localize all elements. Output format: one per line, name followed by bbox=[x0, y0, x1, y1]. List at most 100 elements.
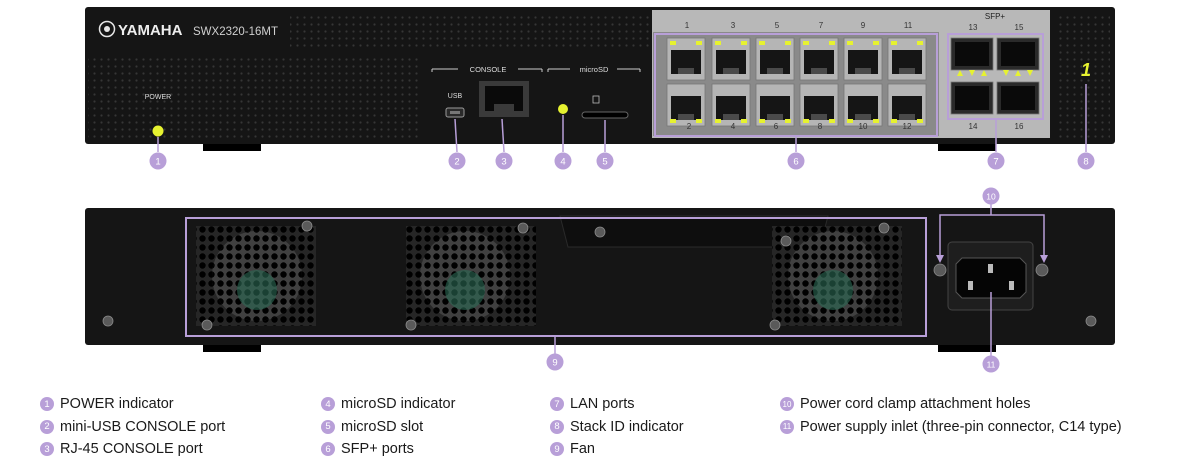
sfp-number: 15 bbox=[1015, 23, 1024, 32]
lan-port[interactable] bbox=[755, 83, 795, 127]
legend-badge: 1 bbox=[40, 397, 54, 412]
sfp-led bbox=[1027, 70, 1033, 76]
callout-7: 7 bbox=[987, 152, 1005, 170]
svg-text:9: 9 bbox=[552, 358, 557, 369]
fan-icon bbox=[212, 231, 302, 321]
legend-text: Power cord clamp attachment holes bbox=[800, 396, 1031, 413]
sfp-port[interactable] bbox=[996, 81, 1040, 115]
lan-port[interactable] bbox=[711, 83, 751, 127]
port-led bbox=[891, 41, 897, 45]
sfp-led bbox=[1003, 70, 1009, 76]
port-led bbox=[847, 119, 853, 123]
legend-text: Power supply inlet (three-pin connector,… bbox=[800, 418, 1122, 435]
port-led bbox=[715, 41, 721, 45]
sfp-port[interactable] bbox=[950, 37, 994, 71]
sfp-led bbox=[969, 70, 975, 76]
legend-text: Stack ID indicator bbox=[570, 418, 684, 435]
lan-port[interactable] bbox=[843, 83, 883, 127]
sfp-led bbox=[1015, 70, 1021, 76]
model-name: SWX2320-16MT bbox=[193, 26, 278, 38]
lan-port[interactable] bbox=[887, 83, 927, 127]
lan-number: 6 bbox=[774, 122, 779, 131]
svg-text:10: 10 bbox=[986, 192, 996, 202]
lan-ports-group bbox=[666, 37, 927, 127]
device-diagram: YAMAHA SWX2320-16MT POWER CONSOLE microS… bbox=[85, 7, 1115, 373]
inlet-pin bbox=[988, 264, 993, 273]
callout-2: 2 bbox=[448, 152, 466, 170]
fan-icon bbox=[420, 231, 510, 321]
port-led bbox=[759, 41, 765, 45]
lan-port[interactable] bbox=[755, 37, 795, 81]
lan-number: 11 bbox=[904, 21, 913, 30]
sfp-port[interactable] bbox=[950, 81, 994, 115]
legend-badge: 7 bbox=[550, 397, 564, 412]
port-led bbox=[847, 41, 853, 45]
clamp-hole-right bbox=[1035, 263, 1049, 277]
callout-6: 6 bbox=[787, 152, 805, 170]
sfp-port[interactable] bbox=[996, 37, 1040, 71]
lan-number: 3 bbox=[731, 21, 736, 30]
console-label: CONSOLE bbox=[470, 65, 507, 74]
port-led bbox=[785, 41, 791, 45]
yamaha-logo: YAMAHA SWX2320-16MT bbox=[98, 20, 278, 39]
port-led bbox=[785, 119, 791, 123]
callout-11: 11 bbox=[982, 355, 1000, 373]
svg-text:8: 8 bbox=[1083, 157, 1088, 168]
front-panel: YAMAHA SWX2320-16MT POWER CONSOLE microS… bbox=[85, 7, 1115, 151]
port-led bbox=[891, 119, 897, 123]
lan-number: 12 bbox=[903, 122, 912, 131]
lan-port-numbers-bottom: 2 4 6 8 10 12 bbox=[687, 122, 912, 131]
screw-group bbox=[102, 220, 1097, 331]
callout-5: 5 bbox=[596, 152, 614, 170]
callout-8: 8 bbox=[1077, 152, 1095, 170]
power-label: POWER bbox=[145, 94, 171, 101]
callout-1: 1 bbox=[149, 152, 167, 170]
clamp-hole-left bbox=[933, 263, 947, 277]
lan-port[interactable] bbox=[711, 37, 751, 81]
lan-number: 4 bbox=[731, 122, 736, 131]
fan-highlight-box bbox=[185, 217, 927, 337]
svg-text:5: 5 bbox=[602, 157, 607, 168]
sfp-led bbox=[981, 70, 987, 76]
legend-text: POWER indicator bbox=[60, 396, 174, 413]
callout-10: 10 bbox=[982, 187, 1000, 205]
svg-text:1: 1 bbox=[155, 157, 160, 168]
port-led bbox=[873, 119, 879, 123]
sfp-led bbox=[957, 70, 963, 76]
rear-panel bbox=[85, 204, 1115, 356]
legend-badge: 9 bbox=[550, 442, 564, 457]
port-led bbox=[696, 41, 702, 45]
port-led bbox=[803, 119, 809, 123]
lan-number: 5 bbox=[775, 21, 780, 30]
lan-port-numbers-top: 1 3 5 7 9 11 bbox=[685, 21, 913, 30]
legend-text: mini-USB CONSOLE port bbox=[60, 418, 226, 435]
sfp-number: 14 bbox=[969, 122, 978, 131]
microsd-slot[interactable] bbox=[581, 111, 629, 119]
lan-number: 8 bbox=[818, 122, 823, 131]
lan-port[interactable] bbox=[666, 83, 706, 127]
callout-9: 9 bbox=[546, 353, 564, 371]
clamp-leader-lines bbox=[554, 204, 1045, 356]
lan-port[interactable] bbox=[843, 37, 883, 81]
lan-port[interactable] bbox=[799, 37, 839, 81]
lan-port[interactable] bbox=[887, 37, 927, 81]
lan-port[interactable] bbox=[799, 83, 839, 127]
svg-text:6: 6 bbox=[793, 157, 798, 168]
legend-badge: 10 bbox=[780, 397, 794, 412]
svg-text:11: 11 bbox=[987, 360, 996, 370]
sfp-ports-group bbox=[950, 37, 1040, 115]
sfp-label: SFP+ bbox=[985, 12, 1006, 21]
legend-text: SFP+ ports bbox=[341, 441, 414, 458]
usb-label: USB bbox=[448, 93, 463, 100]
port-led bbox=[917, 119, 923, 123]
lan-port[interactable] bbox=[666, 37, 706, 81]
microsd-led bbox=[558, 104, 568, 114]
callout-4: 4 bbox=[554, 152, 572, 170]
legend-text: microSD indicator bbox=[341, 396, 456, 413]
